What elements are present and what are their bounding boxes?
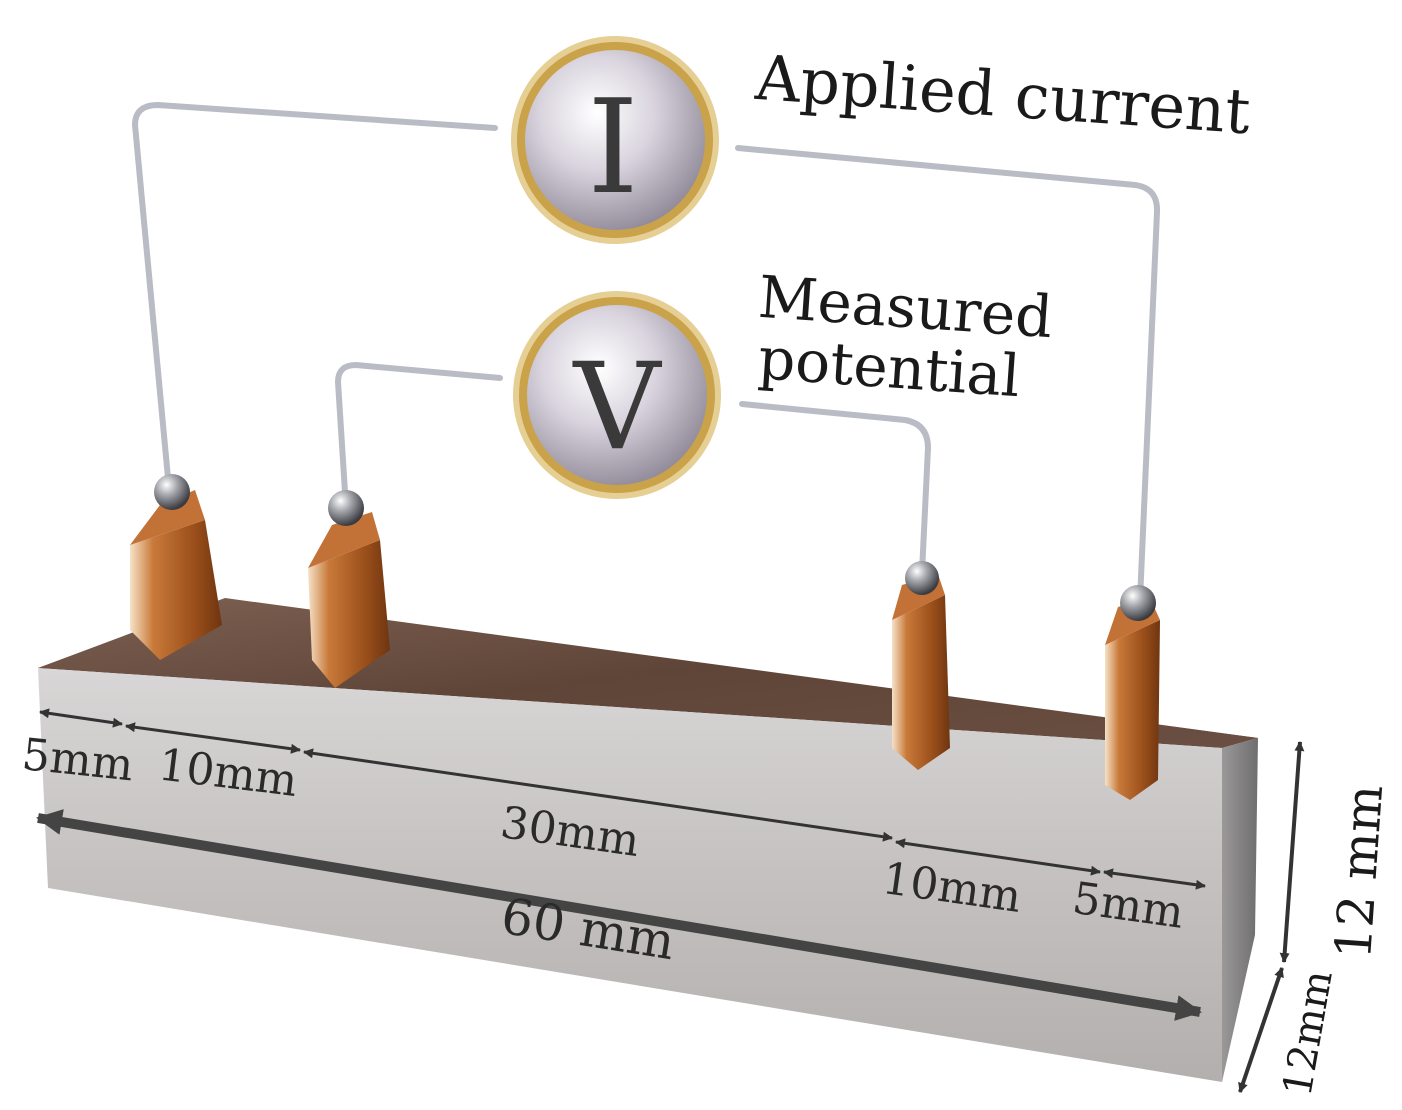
electrodes	[130, 474, 1160, 800]
current-symbol: I	[587, 71, 638, 223]
electrode-1	[130, 474, 222, 660]
dim-height: 12 mm	[1324, 783, 1394, 961]
applied-current-label: Applied current	[752, 41, 1252, 148]
arrow-5mm-left	[39, 708, 123, 728]
arrow-height	[1279, 741, 1305, 963]
dim-depth: 12mm	[1275, 967, 1342, 1100]
arrow-10mm-left	[125, 722, 301, 754]
arrow-depth	[1238, 967, 1284, 1093]
electrode-3	[892, 561, 950, 770]
current-wire-left	[132, 102, 498, 481]
voltmeter: V	[513, 291, 721, 499]
arrow-60mm	[36, 809, 1202, 1021]
potential-wire-right	[739, 401, 931, 575]
current-wire-right	[735, 145, 1161, 603]
potential-wire-left	[335, 362, 503, 495]
ammeter: I	[511, 36, 719, 244]
electrode-4	[1105, 585, 1160, 800]
wires	[132, 102, 1161, 603]
block-side-face	[1222, 738, 1258, 1082]
dimension-arrows	[36, 708, 1305, 1093]
electrode-2	[308, 490, 390, 688]
potential-symbol: V	[572, 338, 663, 477]
dim-5mm-left: 5mm	[20, 729, 136, 791]
sample-block	[38, 598, 1258, 1082]
